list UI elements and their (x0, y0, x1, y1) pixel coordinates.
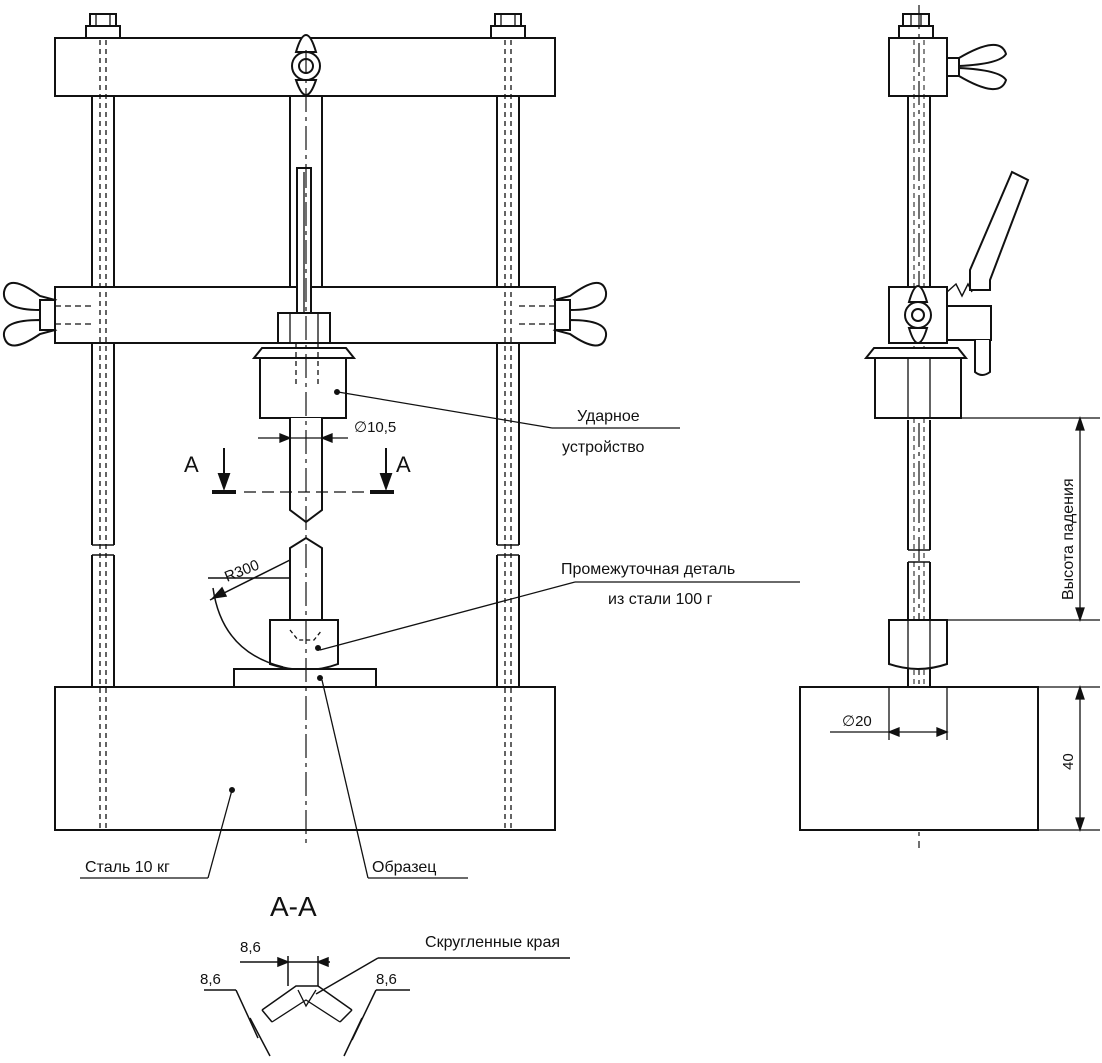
label-intermediate-1: Промежуточная деталь (561, 561, 735, 578)
dim-drop-height (947, 415, 1100, 623)
side-middle-wing-nut-icon (904, 285, 932, 344)
side-wing-nut-icon (946, 44, 1008, 90)
right-wing-nut-icon (519, 282, 608, 347)
dim-label-rod-diameter: ∅10,5 (354, 419, 396, 436)
right-guide-rod (490, 13, 526, 830)
label-steel-base: Сталь 10 кг (85, 859, 170, 876)
section-marker-right: A (396, 452, 411, 477)
section-a-a (204, 956, 570, 1057)
label-impact-device-1: Ударное (577, 408, 640, 425)
steel-base-block (54, 686, 556, 831)
dim-label-diameter-20: ∅20 (842, 713, 872, 730)
release-lever (946, 170, 1030, 376)
leader-lines (80, 391, 800, 879)
dim-label-width-left: 8,6 (200, 971, 221, 988)
label-drop-height: Высота падения (1060, 478, 1077, 600)
section-title: A-A (270, 891, 317, 922)
dim-label-radius: R300 (222, 557, 262, 586)
label-intermediate-2: из стали 100 г (608, 591, 713, 608)
impact-device (251, 312, 357, 524)
left-wing-nut-icon (2, 282, 95, 347)
dim-label-width-top: 8,6 (240, 939, 261, 956)
dim-base-height (1038, 684, 1100, 833)
dim-label-width-right: 8,6 (376, 971, 397, 988)
dim-label-base-height: 40 (1060, 753, 1077, 770)
front-view (2, 13, 800, 879)
label-impact-device-2: устройство (562, 439, 645, 456)
side-top-block (888, 37, 948, 97)
section-marker-left: A (184, 452, 199, 477)
intermediate-part (269, 536, 339, 671)
dim-rod-diameter (258, 433, 348, 443)
section-marks (212, 448, 394, 494)
dim-diameter-20 (830, 687, 949, 740)
label-rounded-edges: Скругленные края (425, 934, 560, 951)
side-base-block (799, 686, 1039, 831)
specimen-plate (233, 668, 377, 688)
label-specimen: Образец (372, 859, 436, 876)
radius-annotation (208, 559, 291, 668)
left-guide-rod (85, 13, 121, 830)
side-view (799, 5, 1100, 848)
